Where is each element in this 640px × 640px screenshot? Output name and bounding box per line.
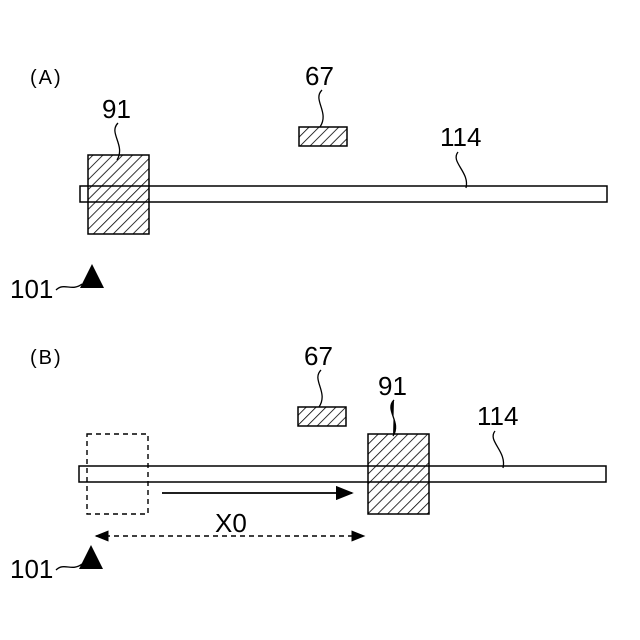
sensor-67-leader <box>319 90 323 127</box>
shaft-114-leader <box>493 431 503 468</box>
position-101-label: 101 <box>10 554 53 584</box>
panel-b-label: (B) <box>30 347 63 369</box>
sensor-67-leader <box>318 370 322 407</box>
shaft-114-label: 114 <box>440 122 481 152</box>
panel-a: (A) 114 67 91 101 <box>10 61 607 304</box>
displacement-x0-label: X0 <box>215 508 247 538</box>
position-101-marker <box>79 545 103 569</box>
position-101-leader <box>56 564 82 570</box>
carriage-91 <box>88 155 149 234</box>
shaft-114-label: 114 <box>477 401 518 431</box>
sensor-67 <box>299 127 347 146</box>
carriage-91 <box>368 434 429 514</box>
sensor-67 <box>298 407 346 426</box>
position-101-leader <box>56 284 82 290</box>
sensor-67-label: 67 <box>305 61 334 91</box>
sensor-67-label: 67 <box>304 341 333 371</box>
carriage-91-label: 91 <box>102 94 131 124</box>
panel-a-label: (A) <box>30 67 63 89</box>
shaft-114 <box>80 186 607 202</box>
shaft-114-leader <box>456 152 466 188</box>
panel-b: (B) 114 67 91 X0 101 <box>10 341 606 584</box>
shaft-114 <box>79 466 606 482</box>
position-101-marker <box>80 264 104 288</box>
position-101-label: 101 <box>10 274 53 304</box>
carriage-91-label: 91 <box>378 371 407 401</box>
